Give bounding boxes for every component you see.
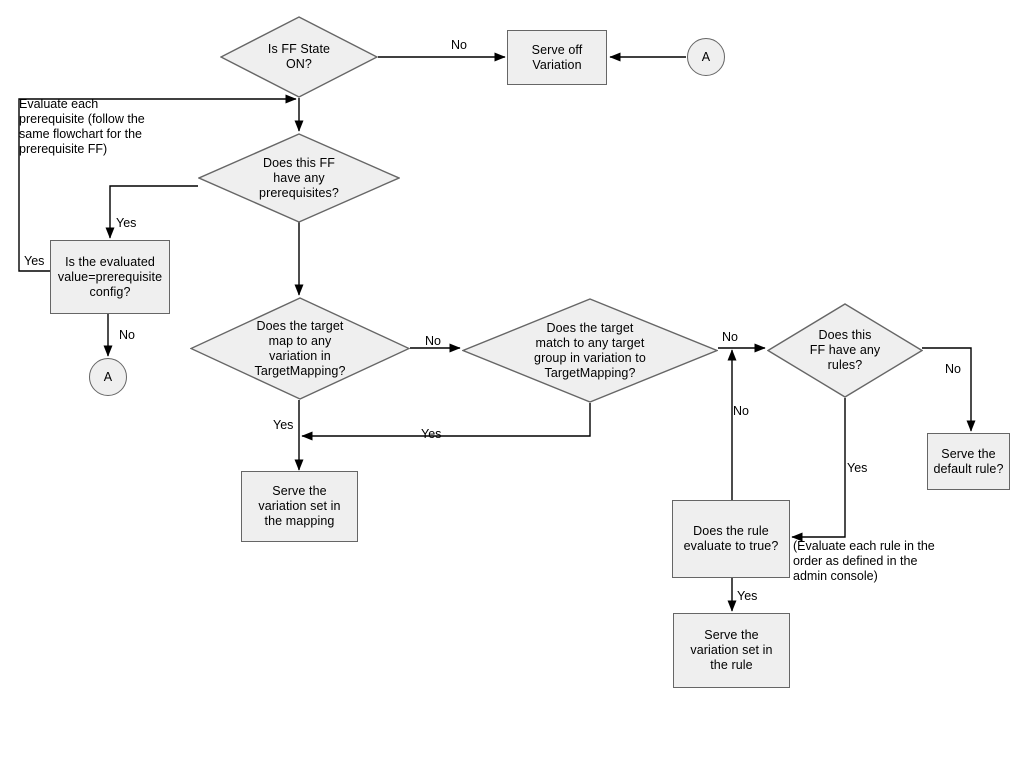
diamond-shape xyxy=(190,297,410,400)
node-has-prerequisites[interactable]: Does this FF have any prerequisites? xyxy=(198,133,400,223)
node-target-match-group[interactable]: Does the target match to any target grou… xyxy=(462,298,718,403)
node-label: A xyxy=(103,369,113,384)
edge-rules-no xyxy=(922,347,976,432)
edge-label-mapping-no: No xyxy=(425,334,441,348)
edge-rules-yes xyxy=(791,398,846,542)
node-serve-default-rule[interactable]: Serve the default rule? xyxy=(927,433,1010,490)
node-evaluated-value-check[interactable]: Is the evaluated value=prerequisite conf… xyxy=(50,240,170,314)
edge-label-loop-yes: Yes xyxy=(24,254,45,268)
node-label: Serve the variation set in the rule xyxy=(690,628,773,672)
node-label: A xyxy=(701,49,711,64)
edge-label-ffstate-no: No xyxy=(451,38,467,52)
node-label: Serve the default rule? xyxy=(933,446,1004,476)
node-label: Does the rule evaluate to true? xyxy=(683,524,779,553)
edge-label-ruleeval-no: No xyxy=(733,404,749,418)
edge-label-group-yes: Yes xyxy=(421,427,442,441)
edge-label-rules-no: No xyxy=(945,362,961,376)
edge-label-prereq-yes: Yes xyxy=(116,216,137,230)
node-label: Is FF State ON? xyxy=(267,42,331,71)
node-connector-a-top[interactable]: A xyxy=(687,38,725,76)
node-label: Does this FF have any rules? xyxy=(809,328,881,372)
node-target-map-variation[interactable]: Does the target map to any variation in … xyxy=(190,297,410,400)
annotation-rule-order-note: (Evaluate each rule in the order as defi… xyxy=(793,539,935,583)
edge-label-mapping-yes: Yes xyxy=(273,418,294,432)
node-is-ff-state-on[interactable]: Is FF State ON? xyxy=(220,16,378,98)
diamond-shape xyxy=(220,16,378,98)
diamond-shape xyxy=(462,298,718,403)
edge-prereq-yes xyxy=(105,185,198,239)
edge-label-evaluated-no: No xyxy=(119,328,135,342)
node-label: Serve the variation set in the mapping xyxy=(258,484,341,528)
edge-targetgroup-yes xyxy=(301,403,591,441)
edge-label-rules-yes: Yes xyxy=(847,461,868,475)
node-label: Is the evaluated value=prerequisite conf… xyxy=(57,254,163,299)
node-serve-off-variation[interactable]: Serve off Variation xyxy=(507,30,607,85)
diamond-shape xyxy=(767,303,923,398)
node-label: Does the target map to any variation in … xyxy=(254,318,346,378)
node-has-rules[interactable]: Does this FF have any rules? xyxy=(767,303,923,398)
node-label: Serve off Variation xyxy=(531,42,583,72)
node-serve-variation-rule[interactable]: Serve the variation set in the rule xyxy=(673,613,790,688)
node-serve-variation-mapping[interactable]: Serve the variation set in the mapping xyxy=(241,471,358,542)
edge-label-ruleeval-yes: Yes xyxy=(737,589,758,603)
node-label: Does this FF have any prerequisites? xyxy=(259,155,339,200)
annotation-prerequisite-note: Evaluate each prerequisite (follow the s… xyxy=(19,97,145,156)
edge-label-group-no: No xyxy=(722,330,738,344)
node-label: Does the target match to any target grou… xyxy=(534,320,646,380)
node-rule-evaluate-true[interactable]: Does the rule evaluate to true? xyxy=(672,500,790,578)
node-connector-a-bottom[interactable]: A xyxy=(89,358,127,396)
